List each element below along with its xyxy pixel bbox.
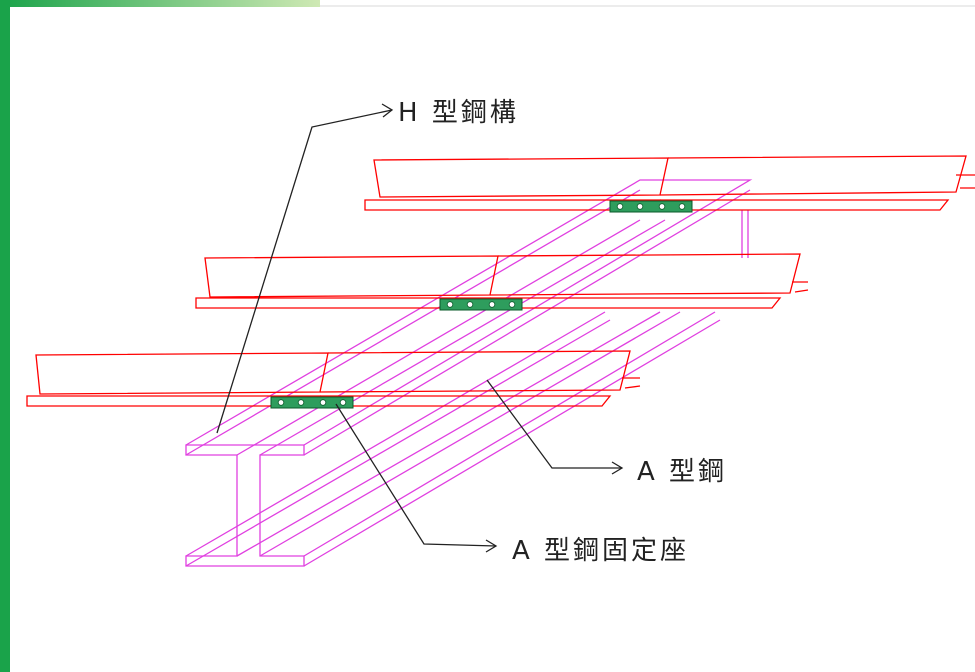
seat-bolt-icon [466,301,474,308]
top-accent-bar [0,0,320,7]
seat-bolt-icon [277,399,285,406]
h-beam-top-flange [185,179,753,446]
label-a-beam: A 型鋼 [637,457,727,487]
seat-bolt-icon [339,399,347,406]
leader-line [216,109,393,434]
a-beam-row-middle [195,253,809,309]
leader-h-beam [216,103,394,434]
a-beam-seat-front [270,396,354,409]
seat-bolt-icon [636,203,644,210]
arrow-head-icon [381,103,394,118]
leader-line [486,379,622,469]
h-beam-web-lines [236,219,681,557]
seat-bolt-icon [488,301,496,308]
h-beam-bottom-flange [185,311,721,567]
seat-plate [609,200,693,213]
h-beam [185,179,753,567]
seat-bolt-icon [297,399,305,406]
seat-bolt-icon [616,203,624,210]
arrow-head-icon [611,461,624,475]
arrow-head-icon [485,539,498,553]
leader-line [335,403,497,547]
seat-bolt-icon [658,203,666,210]
h-beam-end-profile [185,444,305,567]
label-a-beam-seat: A 型鋼固定座 [512,536,689,566]
h-beam-far-web [741,210,749,258]
a-beam-back-right [659,155,975,211]
seat-bolt-icon [446,301,454,308]
leader-a-beam [486,379,624,475]
a-beam-front-right [319,350,641,407]
label-h-beam: H 型鋼構 [398,98,519,128]
a-beam-middle-right [489,253,809,309]
seat-bolt-icon [508,301,516,308]
leader-a-beam-seat [335,403,498,553]
seat-plate [439,298,523,311]
seat-bolt-icon [678,203,686,210]
left-accent-bar [0,0,10,672]
a-beam-seat-back [609,200,693,213]
h-beam-top-flange-inner [185,189,751,456]
a-beam-seat-middle [439,298,523,311]
seat-bolt-icon [319,399,327,406]
seat-plate [270,396,354,409]
